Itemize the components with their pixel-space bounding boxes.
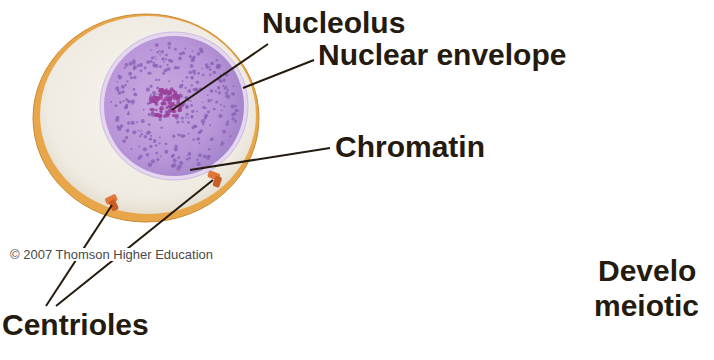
leader-line <box>172 44 268 110</box>
part-label: Centrioles <box>2 310 149 340</box>
leader-line <box>243 60 314 88</box>
nucleus <box>104 36 244 176</box>
leader-line <box>190 148 330 170</box>
nuclear-envelope <box>100 32 248 180</box>
centriole <box>207 170 222 188</box>
part-label: Nuclear envelope <box>318 40 566 70</box>
slide-text: Develo <box>598 256 696 286</box>
part-label: Nucleolus <box>262 8 405 38</box>
cell-membrane <box>33 14 259 222</box>
part-label: Chromatin <box>335 132 485 162</box>
centriole <box>104 194 119 212</box>
slide-text: meiotic <box>594 291 699 321</box>
copyright-note: © 2007 Thomson Higher Education <box>8 248 215 261</box>
leader-line <box>56 180 213 306</box>
chromatin-dots <box>110 42 239 171</box>
cytoplasm <box>40 16 256 214</box>
